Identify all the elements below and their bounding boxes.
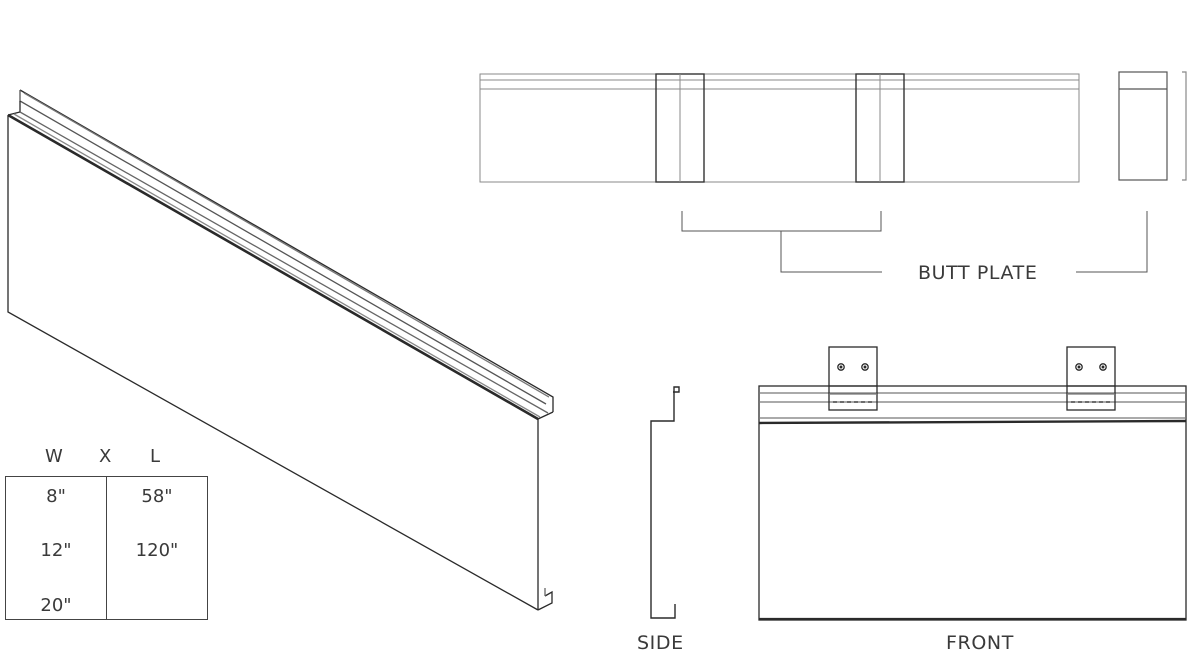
front-label: FRONT	[946, 632, 1014, 654]
isometric-panel	[7, 89, 554, 611]
width-value: 12"	[40, 540, 72, 561]
width-value: 20"	[40, 595, 72, 616]
length-column: 58" 120"	[107, 477, 207, 619]
butt-plate-label: BUTT PLATE	[918, 262, 1038, 284]
butt-plate-long-view	[479, 73, 1080, 183]
length-header: L	[150, 446, 161, 467]
width-header: W	[45, 446, 63, 467]
length-value: 120"	[135, 540, 179, 561]
length-value: 58"	[141, 486, 173, 507]
side-profile	[650, 386, 680, 619]
side-label: SIDE	[637, 632, 684, 654]
size-table: 8" 12" 20" 58" 120"	[5, 476, 208, 620]
butt-plate-end-view	[1118, 71, 1187, 181]
width-column: 8" 12" 20"	[6, 477, 107, 619]
by-header: X	[99, 446, 112, 467]
front-view	[758, 346, 1187, 621]
width-value: 8"	[46, 486, 66, 507]
butt-plate-leaders	[681, 211, 1148, 273]
